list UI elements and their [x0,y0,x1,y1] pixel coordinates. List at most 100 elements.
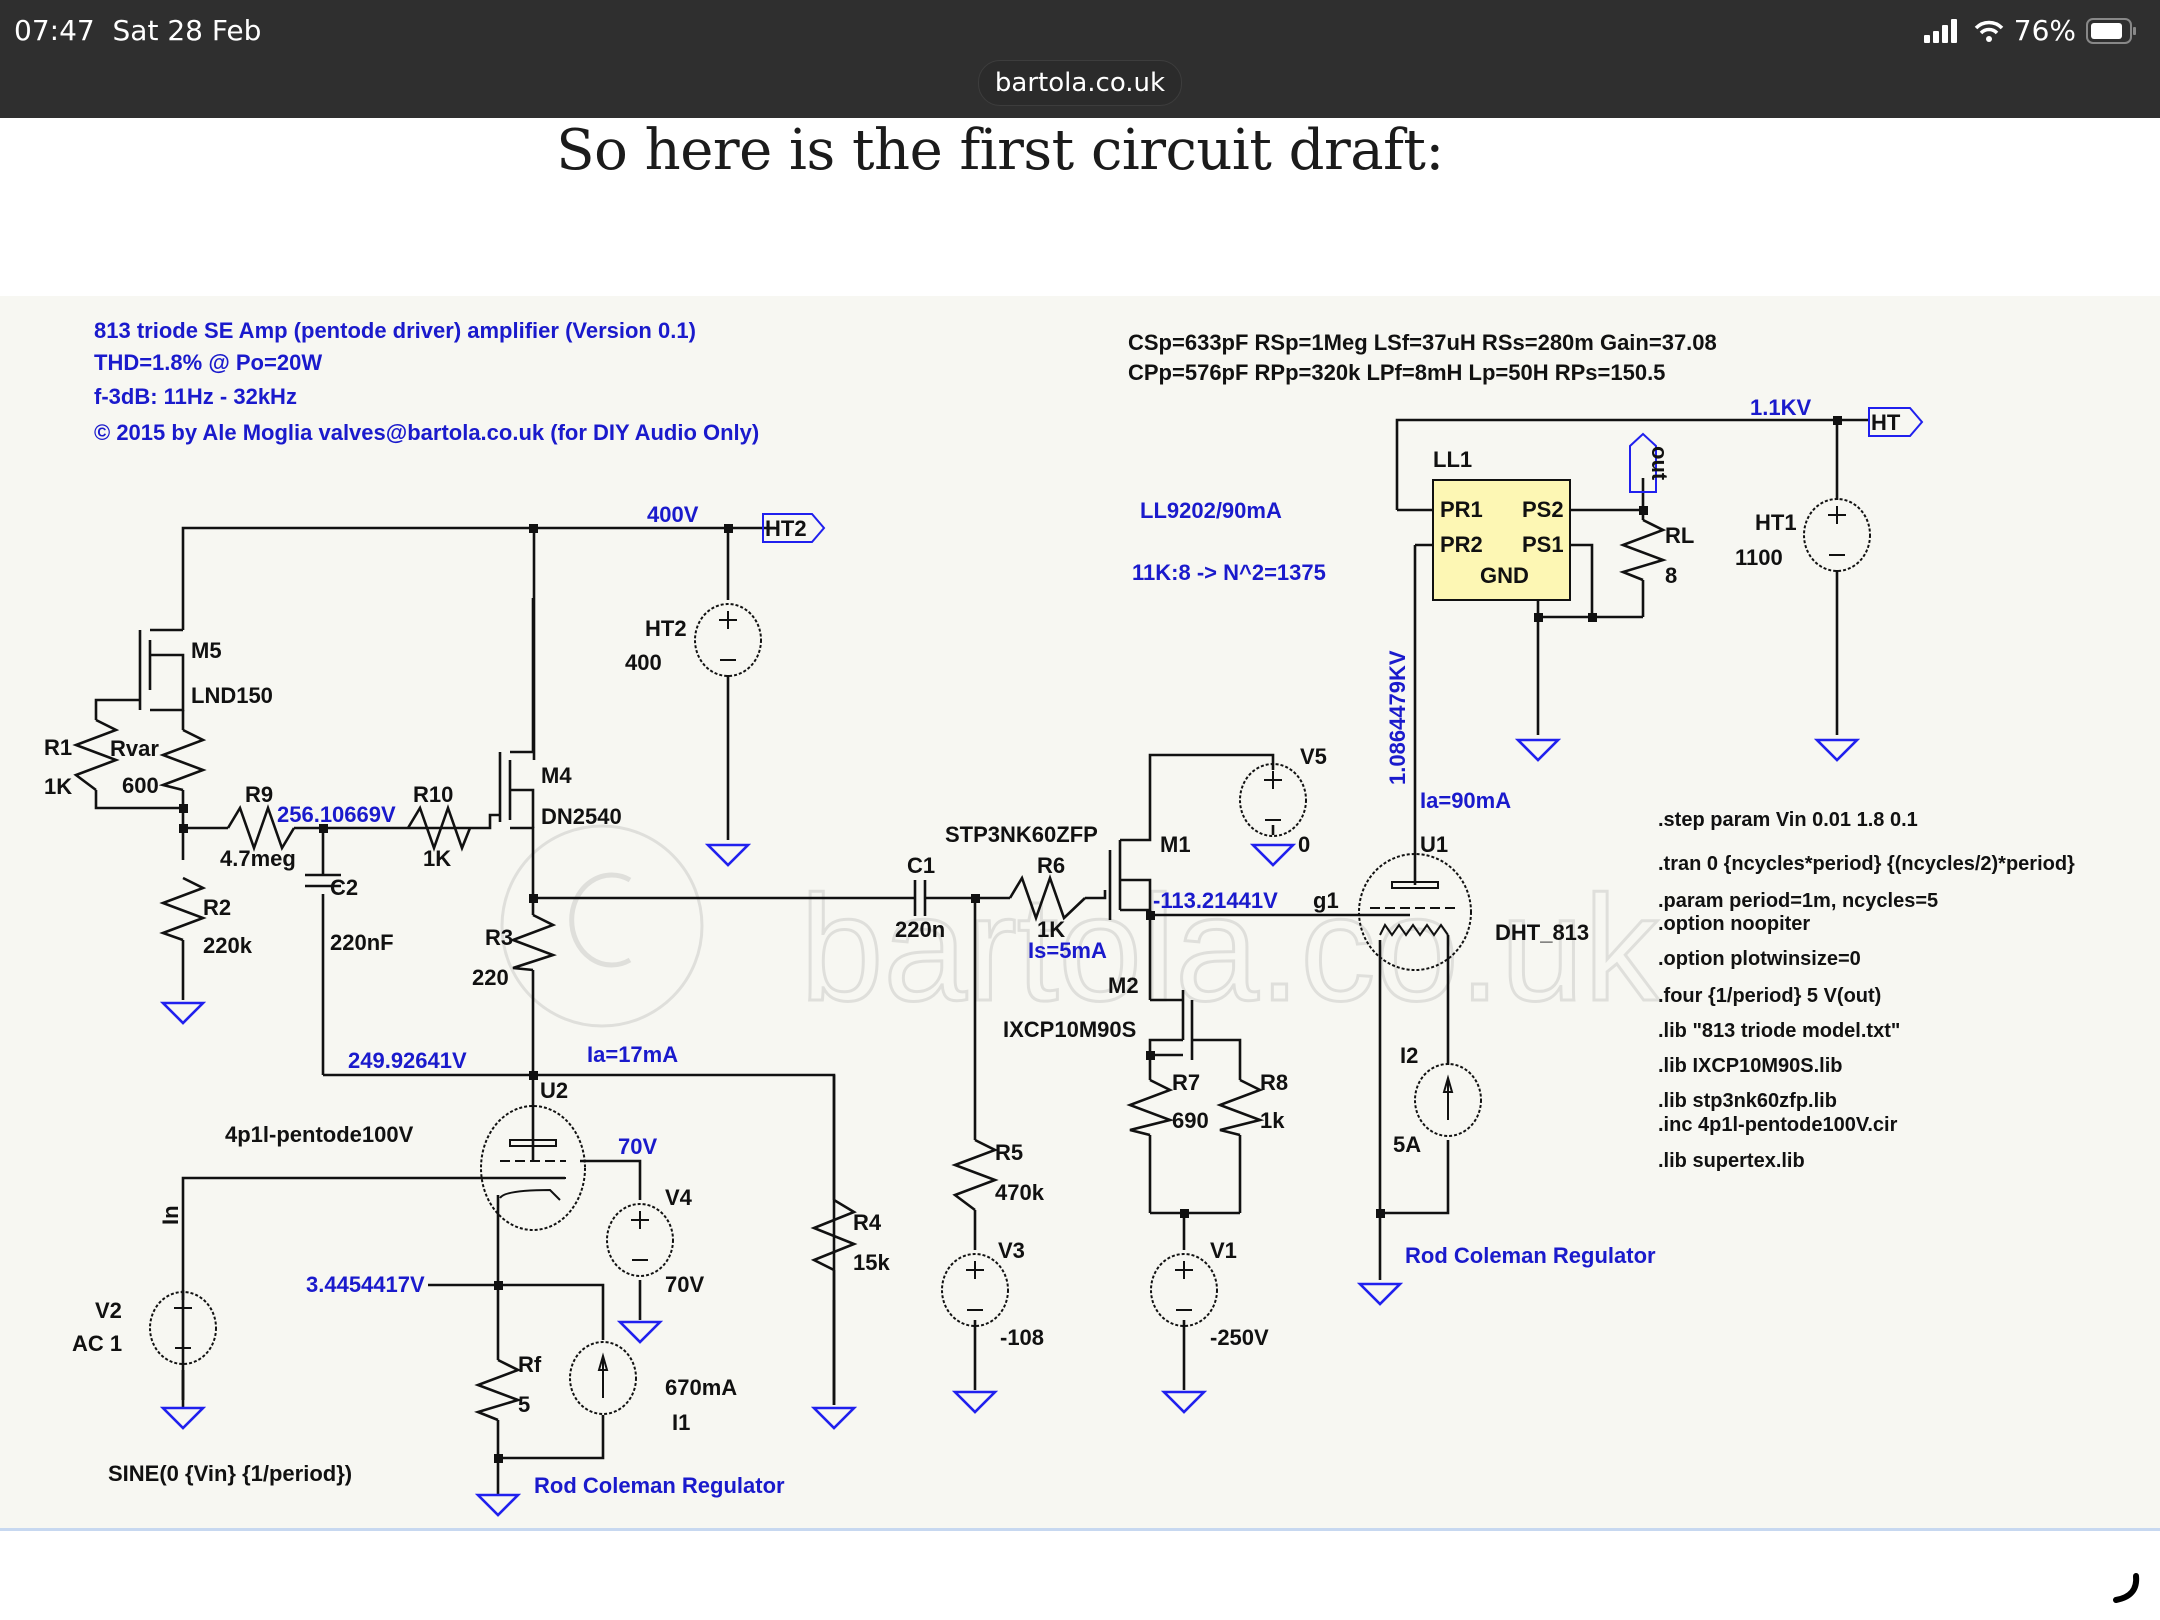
svg-text:SINE(0 {Vin} {1/period}): SINE(0 {Vin} {1/period}) [108,1461,352,1486]
tube-u2 [480,1105,586,1231]
svg-text:470k: 470k [995,1180,1045,1205]
svg-text:.option plotwinsize=0: .option plotwinsize=0 [1658,948,1861,970]
svg-text:Is=5mA: Is=5mA [1028,938,1107,963]
svg-text:Ia=17mA: Ia=17mA [587,1042,678,1067]
status-bar: 07:47 Sat 28 Feb 76% bartola.co.uk [0,0,2160,118]
svg-text:-108: -108 [1000,1325,1044,1350]
svg-text:1100: 1100 [1735,545,1783,570]
svg-text:256.10669V: 256.10669V [277,802,396,827]
svg-text:I1: I1 [672,1410,690,1435]
svg-text:Rod Coleman Regulator: Rod Coleman Regulator [1405,1243,1656,1268]
svg-text:.lib IXCP10M90S.lib: .lib IXCP10M90S.lib [1658,1055,1843,1077]
svg-text:.inc 4p1l-pentode100V.cir: .inc 4p1l-pentode100V.cir [1658,1114,1898,1136]
svg-text:.step param Vin 0.01 1.8 0.1: .step param Vin 0.01 1.8 0.1 [1658,809,1918,831]
svg-text:Ia=90mA: Ia=90mA [1420,788,1511,813]
svg-text:R5: R5 [995,1140,1023,1165]
wires [94,418,1870,1495]
net-flag-out: out [1629,432,1672,493]
current-source-i1 [569,1341,637,1415]
spec-thd: THD=1.8% @ Po=20W [94,350,322,375]
status-time: 07:47 [14,14,95,47]
svg-text:220: 220 [472,965,509,990]
svg-text:3.4454417V: 3.4454417V [306,1272,425,1297]
svg-text:-250V: -250V [1210,1325,1269,1350]
svg-text:5A: 5A [1393,1132,1421,1157]
svg-text:1K: 1K [1037,917,1065,942]
svg-text:DN2540: DN2540 [541,804,622,829]
svg-text:R7: R7 [1172,1070,1200,1095]
svg-text:400: 400 [625,650,662,675]
article-heading: So here is the first circuit draft: [556,118,1444,183]
svg-text:HT1: HT1 [1755,510,1797,535]
svg-text:R3: R3 [485,925,513,950]
spice-directives: .step param Vin 0.01 1.8 0.1 .tran 0 {nc… [1658,809,2075,1172]
svg-text:Rod Coleman Regulator: Rod Coleman Regulator [534,1473,785,1498]
svg-text:8: 8 [1665,563,1677,588]
capacitor-c1 [913,880,927,916]
tube-u1 [1358,853,1472,971]
svg-text:.tran 0 {ncycles*period} {(ncy: .tran 0 {ncycles*period} {(ncycles/2)*pe… [1658,853,2075,875]
svg-text:R9: R9 [245,782,273,807]
svg-text:V2: V2 [95,1298,122,1323]
transformer-ll1 [1432,479,1571,601]
svg-text:5: 5 [518,1392,530,1417]
voltage-source-v4 [606,1203,674,1277]
svg-text:DHT_813: DHT_813 [1495,920,1589,945]
url-text: bartola.co.uk [994,68,1166,98]
junction-dots [179,416,1842,1463]
svg-text:GND: GND [1480,563,1529,588]
svg-text:70V: 70V [665,1272,704,1297]
svg-text:-113.21441V: -113.21441V [1153,888,1278,913]
circuit-schematic: bartola.co.uk 813 triode SE Amp (pentode… [44,318,2075,1517]
svg-text:.option noopiter: .option noopiter [1658,913,1810,935]
url-bar[interactable]: bartola.co.uk [978,60,1182,106]
transformer-params-1: CSp=633pF RSp=1Meg LSf=37uH RSs=280m Gai… [1128,330,1717,355]
svg-text:R4: R4 [853,1210,882,1235]
status-date: Sat 28 Feb [112,14,262,47]
status-indicators: 76% [1923,14,2138,47]
svg-text:C2: C2 [330,875,358,900]
svg-text:U1: U1 [1420,832,1448,857]
svg-text:PS1: PS1 [1522,532,1564,557]
svg-text:R1: R1 [44,735,72,760]
voltage-source-ht1 [1803,498,1871,572]
ground-symbols [161,738,1859,1517]
svg-text:LL1: LL1 [1433,447,1472,472]
svg-text:I2: I2 [1400,1043,1418,1068]
svg-text:R6: R6 [1037,853,1065,878]
svg-text:11K:8 -> N^2=1375: 11K:8 -> N^2=1375 [1132,560,1326,585]
status-time-date: 07:47 Sat 28 Feb [14,14,261,47]
svg-text:g1: g1 [1313,888,1339,913]
svg-text:AC 1: AC 1 [72,1331,122,1356]
svg-text:V4: V4 [665,1185,693,1210]
battery-icon [2086,17,2136,44]
svg-text:220k: 220k [203,933,253,958]
svg-text:HT: HT [1871,410,1901,435]
svg-text:PR2: PR2 [1440,532,1483,557]
svg-text:R8: R8 [1260,1070,1288,1095]
svg-text:4p1l-pentode100V: 4p1l-pentode100V [225,1122,414,1147]
cellular-signal-icon [1923,18,1957,43]
svg-text:HT2: HT2 [765,516,807,541]
spec-bandwidth: f-3dB: 11Hz - 32kHz [94,384,297,409]
svg-text:M5: M5 [191,638,222,663]
svg-text:R10: R10 [413,782,453,807]
voltage-source-ht2 [694,603,762,677]
copyright: © 2015 by Ale Moglia valves@bartola.co.u… [94,420,759,445]
svg-text:LL9202/90mA: LL9202/90mA [1140,498,1282,523]
schematic-title: 813 triode SE Amp (pentode driver) ampli… [94,318,696,343]
resistors [72,518,1668,1422]
svg-text:V3: V3 [998,1238,1025,1263]
svg-text:Rvar: Rvar [110,736,159,761]
svg-text:C1: C1 [907,853,935,878]
voltage-annotations: 400V 1.1KV 256.10669V 249.92641V Ia=17mA… [277,395,1811,1498]
capacitor-c2 [305,873,341,888]
svg-text:M4: M4 [541,763,572,788]
svg-text:STP3NK60ZFP: STP3NK60ZFP [945,822,1098,847]
battery-percent: 76% [2013,14,2076,47]
net-flag-ht2: HT2 [762,513,826,543]
svg-text:M2: M2 [1108,973,1139,998]
svg-text:HT2: HT2 [645,616,687,641]
svg-text:.lib "813 triode model.txt": .lib "813 triode model.txt" [1658,1020,1900,1042]
voltage-source-v1 [1150,1253,1218,1327]
